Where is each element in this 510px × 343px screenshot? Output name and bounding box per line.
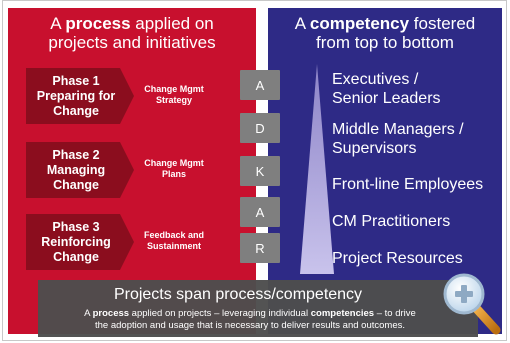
adkar-desire: D — [240, 113, 280, 143]
level-project-resources: Project Resources — [332, 250, 463, 267]
phase-arrow-shape — [26, 142, 134, 198]
adkar-ability: A — [240, 197, 280, 227]
level-front-line: Front-line Employees — [332, 176, 484, 193]
competency-triangle — [300, 64, 334, 274]
process-panel-title: A process applied on projects and initia… — [48, 14, 216, 52]
adkar-knowledge: K — [240, 156, 280, 186]
competency-panel-title: A competency fostered from top to bottom — [294, 14, 476, 52]
adkar-reinforcement: R — [240, 233, 280, 263]
adkar-awareness: A — [240, 70, 280, 100]
zoom-magnifier-icon[interactable] — [440, 270, 504, 338]
level-executives: Executives /Senior Leaders — [332, 71, 441, 107]
summary-description: A process applied on projects – leveragi… — [84, 308, 416, 331]
level-middle-managers: Middle Managers /Supervisors — [332, 121, 464, 157]
phase-arrow-shape — [26, 214, 134, 270]
summary-title: Projects span process/competency — [113, 286, 363, 303]
phase-arrow-shape — [26, 68, 134, 124]
level-cm-practitioners: CM Practitioners — [332, 213, 451, 230]
summary-banner — [38, 280, 478, 337]
